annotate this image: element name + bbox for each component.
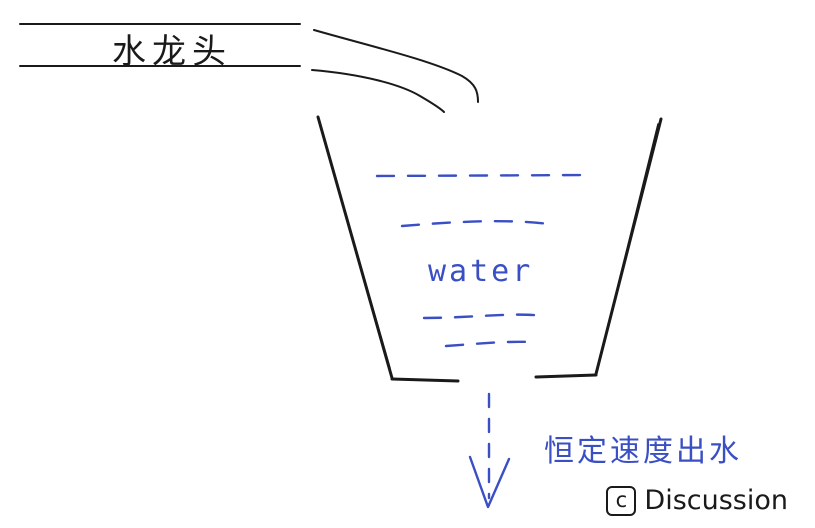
water-level-lines: water — [375, 173, 594, 348]
watermark-text: Discussion — [644, 485, 788, 516]
water-dash-line — [400, 219, 558, 228]
water-dash-line — [422, 313, 545, 320]
bucket-bottom-right — [534, 373, 598, 379]
discussion-watermark: c Discussion — [606, 485, 788, 516]
faucet-spout-inner-curve — [311, 69, 445, 113]
faucet: 水龙头 — [19, 23, 479, 113]
faucet-spout-outer-curve — [313, 29, 479, 103]
bucket — [316, 115, 663, 383]
outflow-arrow-head — [468, 455, 511, 509]
water-dash-line — [444, 340, 532, 348]
outflow-arrow: 恒定速度出水 — [468, 392, 742, 509]
bucket-left-wall-stroke2 — [319, 123, 391, 369]
bucket-bottom-left — [390, 377, 460, 383]
water-dash-line — [375, 173, 594, 178]
bucket-right-wall-stroke2 — [597, 123, 659, 367]
c-logo-icon: c — [606, 485, 637, 516]
faucet-label: 水龙头 — [112, 32, 232, 72]
outflow-label: 恒定速度出水 — [544, 434, 742, 469]
water-label: water — [428, 254, 533, 289]
